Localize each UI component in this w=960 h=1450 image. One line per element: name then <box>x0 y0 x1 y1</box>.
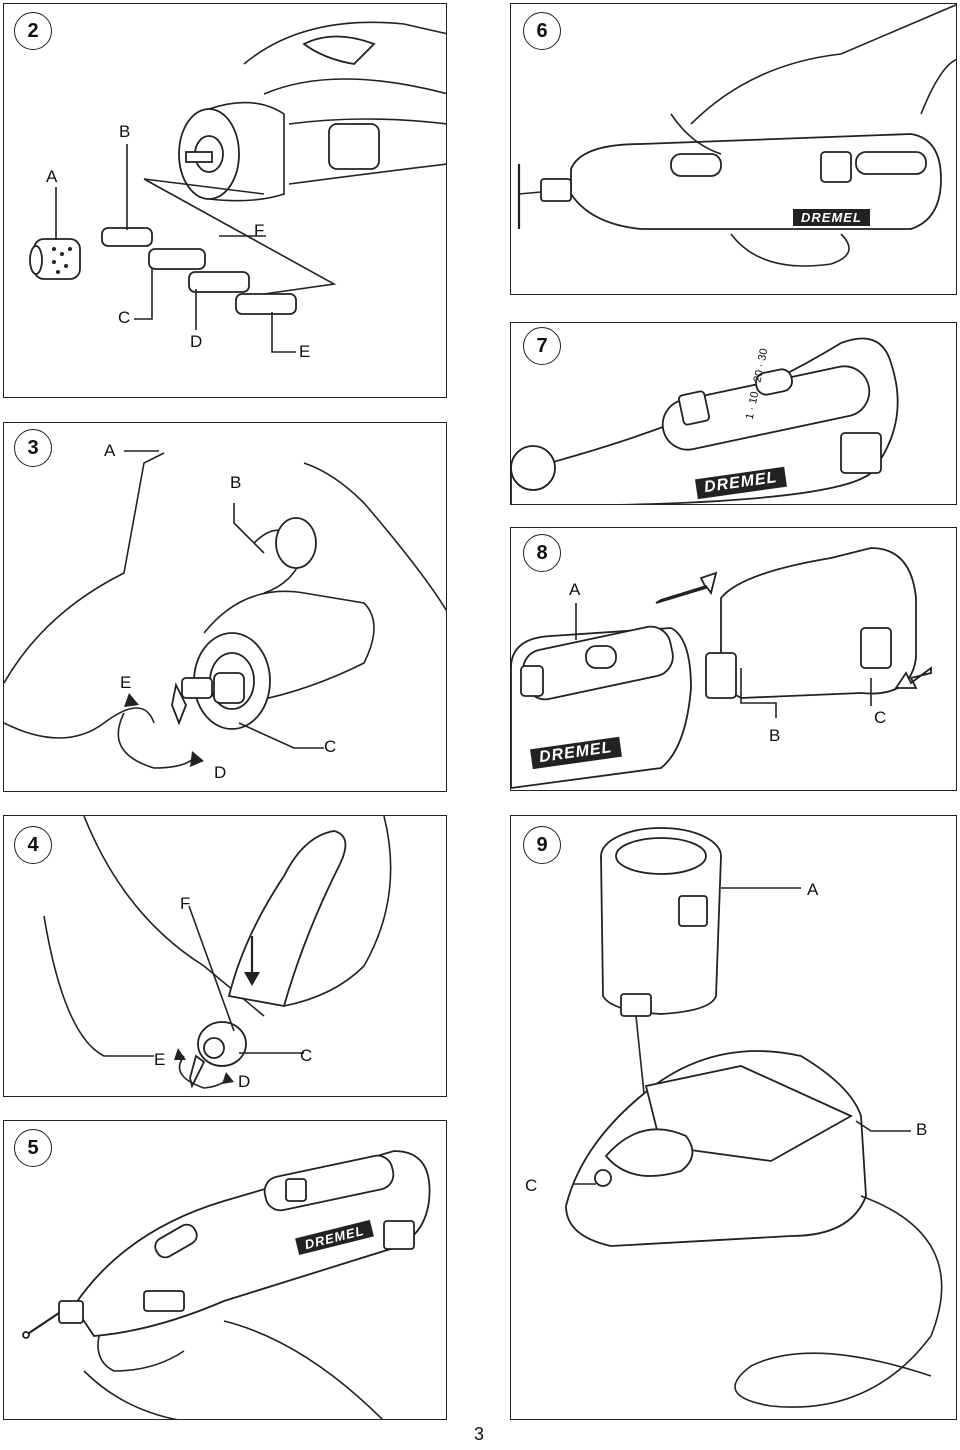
figure-8-panel: 8 A B C DREMEL <box>510 527 957 791</box>
figure-number-5: 5 <box>14 1129 52 1167</box>
figure-6-illustration <box>517 4 956 267</box>
figure-number-9: 9 <box>523 826 561 864</box>
figure-number-8: 8 <box>523 534 561 572</box>
figure-4-label-c: C <box>300 1046 313 1065</box>
figure-4-label-e: E <box>154 1050 166 1069</box>
figure-number-4: 4 <box>14 826 52 864</box>
figure-9-label-c: C <box>525 1176 538 1195</box>
figure-6-brand-logo: DREMEL <box>793 209 870 226</box>
figure-2-label-c: C <box>118 308 131 327</box>
figure-7-panel: 7 1 · 10 · 20 · 30 DREMEL <box>510 322 957 505</box>
figure-8-label-b: B <box>769 726 781 745</box>
figure-2-panel: 2 A B C D E F <box>3 3 447 398</box>
figure-9-panel: 9 A B C <box>510 815 957 1420</box>
figure-number-2: 2 <box>14 12 52 50</box>
figure-number-7: 7 <box>523 327 561 365</box>
figure-8-label-c: C <box>874 708 887 727</box>
figure-3-panel: 3 A B C D E <box>3 422 447 792</box>
figure-4-panel: 4 F E C D <box>3 815 447 1097</box>
figure-2-label-f: F <box>254 221 265 240</box>
figure-2-label-a: A <box>46 167 58 186</box>
figure-number-6: 6 <box>523 12 561 50</box>
figure-3-illustration <box>4 450 446 769</box>
figure-3-label-c: C <box>324 737 337 756</box>
figure-4-label-d: D <box>238 1072 251 1091</box>
figure-3-label-b: B <box>230 473 242 492</box>
figure-7-speed-30: 30 <box>756 347 771 362</box>
figure-5-illustration <box>22 1150 431 1419</box>
figure-3-label-e: E <box>120 673 132 692</box>
figure-9-label-a: A <box>807 880 819 899</box>
figure-5-panel: 5 DREMEL <box>3 1120 447 1420</box>
figure-7-speed-10: 10 <box>747 390 762 406</box>
figure-3-label-a: A <box>104 441 116 460</box>
figure-2-label-e: E <box>299 342 311 361</box>
figure-2-label-d: D <box>190 332 203 351</box>
figure-4-label-f: F <box>180 894 191 913</box>
figure-number-3: 3 <box>14 429 52 467</box>
figure-3-label-d: D <box>214 763 227 782</box>
figure-7-illustration <box>511 337 899 504</box>
figure-8-label-a: A <box>569 580 581 599</box>
figure-2-illustration <box>29 21 446 353</box>
page-number: 3 <box>474 1424 485 1444</box>
figure-4-illustration <box>43 816 392 1089</box>
figure-9-label-b: B <box>916 1120 928 1139</box>
figure-6-panel: 6 DREMEL <box>510 3 957 295</box>
figure-9-illustration <box>565 827 943 1408</box>
figure-7-speed-20: 20 <box>751 368 766 384</box>
figure-2-label-b: B <box>119 122 131 141</box>
